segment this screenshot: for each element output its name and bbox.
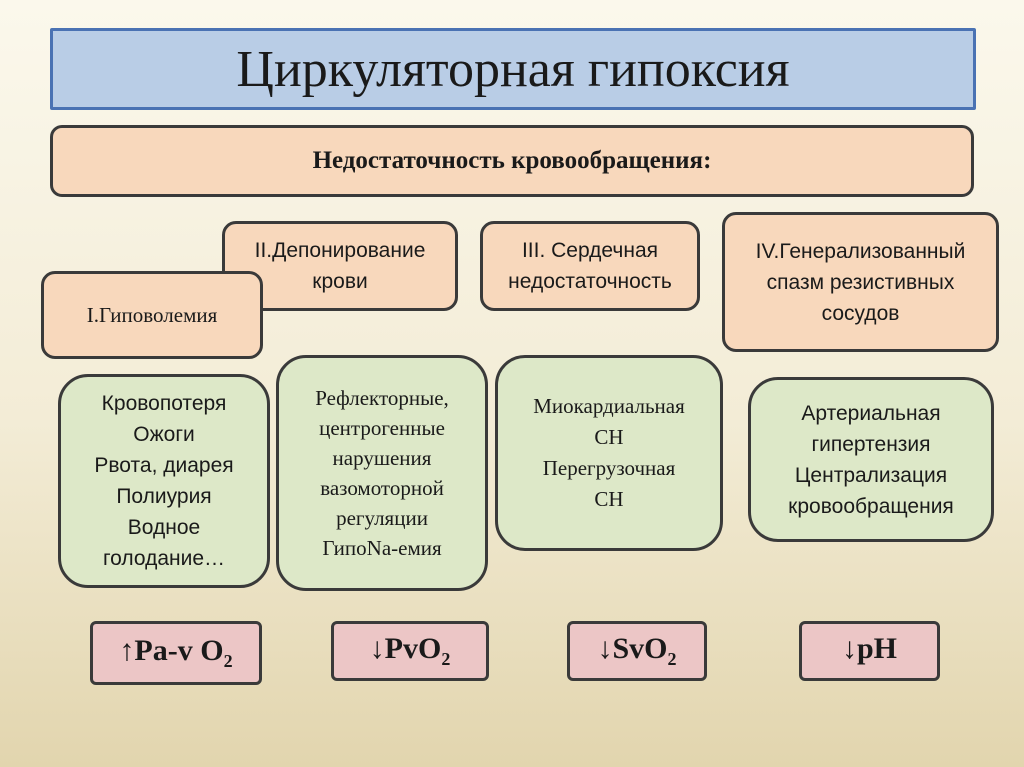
page-title: Циркуляторная гипоксия — [236, 40, 790, 98]
cause-item: Водное — [127, 516, 201, 539]
causes-box-spasm: Артериальная гипертензия Централизация к… — [748, 377, 994, 542]
title-box: Циркуляторная гипоксия — [50, 28, 976, 110]
cause-item: Перегрузочная — [542, 456, 676, 480]
cause-item: нарушения — [332, 446, 432, 470]
cause-item: центрогенные — [319, 416, 445, 440]
indicator-svo2: ↓SvO2 — [567, 621, 707, 681]
cause-item: вазомоторной — [320, 476, 444, 500]
cause-item: голодание… — [102, 547, 226, 570]
category-box-hypovolemia: I.Гиповолемия — [41, 271, 263, 359]
category-label-line: спазм резистивных — [766, 270, 955, 294]
subtitle: Недостаточность кровообращения: — [312, 147, 712, 174]
indicator-text: ↓pH — [841, 632, 898, 665]
cause-item: СН — [594, 425, 624, 449]
causes-box-deposition: Рефлекторные, центрогенные нарушения ваз… — [276, 355, 488, 591]
indicator-text: ↑Pa-v O2 — [119, 634, 233, 671]
subtitle-box: Недостаточность кровообращения: — [50, 125, 974, 197]
category-label-line: сосудов — [821, 301, 900, 325]
category-label: I.Гиповолемия — [86, 302, 218, 327]
category-box-heart-failure: III. Сердечная недостаточность — [480, 221, 700, 311]
category-label-line: недостаточность — [508, 270, 672, 293]
indicator-text: ↓SvO2 — [597, 632, 677, 669]
cause-item: Миокардиальная — [533, 394, 685, 418]
indicator-pvo2: ↓PvO2 — [331, 621, 489, 681]
category-label-line: IV.Генерализованный — [755, 239, 966, 263]
cause-item: Рефлекторные, — [315, 386, 449, 410]
cause-item: СН — [594, 487, 624, 511]
cause-item: ГипоNa-емия — [322, 536, 442, 560]
cause-item: кровообращения — [788, 494, 954, 518]
category-label-line: II.Депонирование — [254, 239, 426, 262]
indicator-text: ↓PvO2 — [369, 632, 451, 669]
cause-item: Ожоги — [133, 423, 195, 446]
cause-item: гипертензия — [811, 432, 931, 456]
cause-item: Централизация — [794, 463, 948, 487]
indicator-ph: ↓pH — [799, 621, 940, 681]
cause-item: Артериальная — [801, 401, 941, 425]
category-box-spasm: IV.Генерализованный спазм резистивных со… — [722, 212, 999, 352]
category-label-line: III. Сердечная — [521, 239, 659, 262]
category-label-line: крови — [312, 270, 368, 293]
cause-item: Полиурия — [116, 485, 212, 508]
causes-box-hypovolemia: Кровопотеря Ожоги Рвота, диарея Полиурия… — [58, 374, 270, 588]
cause-item: регуляции — [336, 506, 428, 530]
indicator-pa-v-o2: ↑Pa-v O2 — [90, 621, 262, 685]
cause-item: Кровопотеря — [101, 392, 227, 415]
cause-item: Рвота, диарея — [94, 454, 234, 477]
causes-box-heart-failure: Миокардиальная СН Перегрузочная СН — [495, 355, 723, 551]
